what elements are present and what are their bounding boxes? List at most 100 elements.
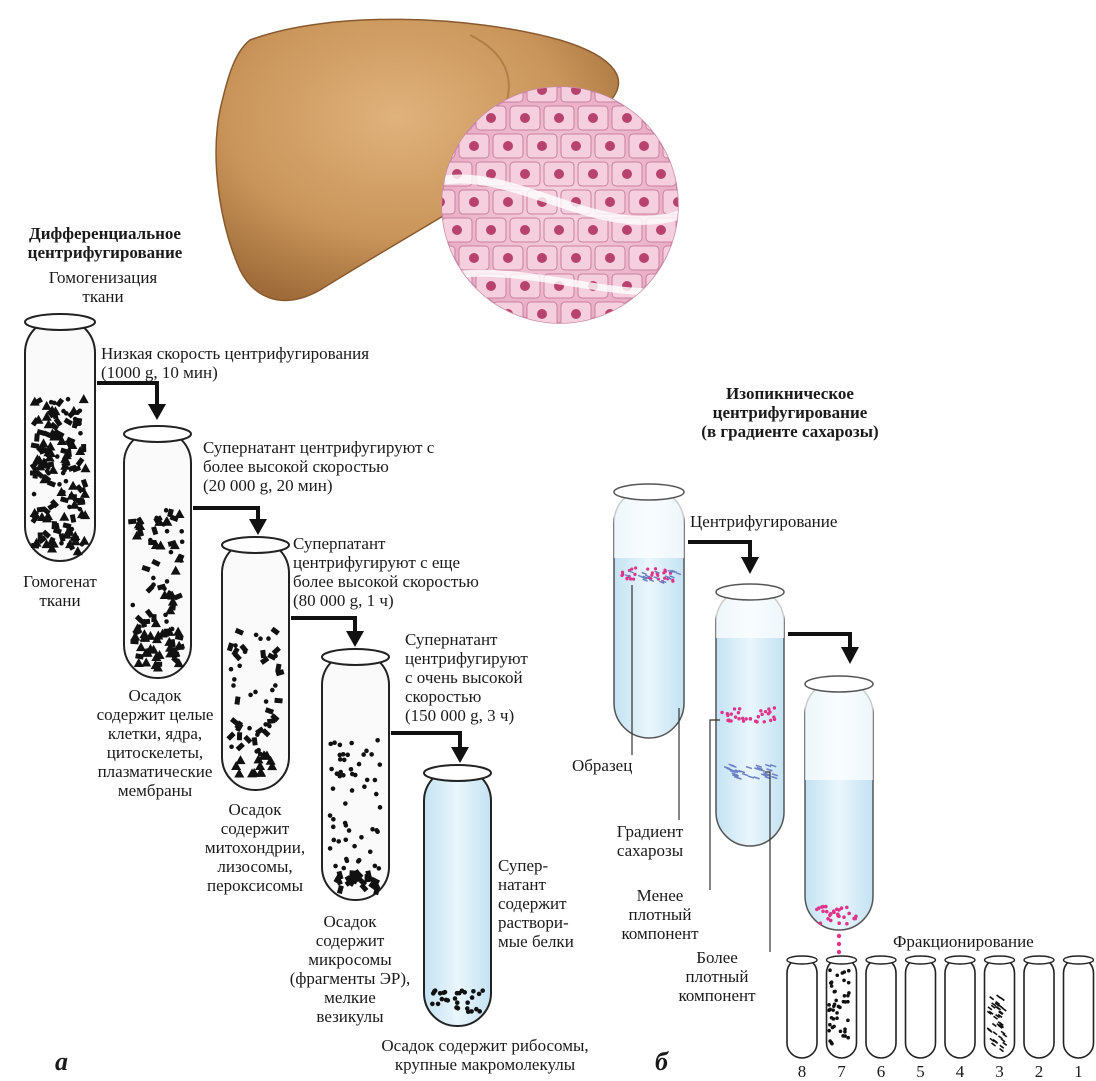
fractionation-label: Фракционирование xyxy=(893,932,1034,951)
fraction-tubes xyxy=(786,955,1095,1059)
fraction-tube xyxy=(786,957,818,1059)
fraction-tube xyxy=(944,957,976,1059)
pellet4-label: Осадок содержит рибосомы, крупные макром… xyxy=(381,1036,589,1074)
tube-homogenate xyxy=(24,313,96,562)
tube-gradient-separated xyxy=(715,583,785,847)
tube-gradient-sample xyxy=(613,483,685,739)
cell-nucleus xyxy=(442,197,445,207)
cell-nucleus xyxy=(503,309,513,319)
cell-nucleus xyxy=(469,141,479,151)
flow-arrows-left xyxy=(97,381,462,748)
fraction-tube xyxy=(904,957,937,1059)
cell-nucleus xyxy=(554,225,564,235)
cell-nucleus xyxy=(452,281,462,291)
cell-nucleus xyxy=(537,141,547,151)
cell-nucleus xyxy=(520,113,530,123)
cell-nucleus xyxy=(673,197,678,207)
cell-nucleus xyxy=(639,253,649,263)
cell-nucleus xyxy=(690,281,700,291)
centrifugation-label: Центрифугирование xyxy=(690,512,838,531)
cell-nucleus xyxy=(486,225,496,235)
cell-nucleus xyxy=(503,197,513,207)
step4-label: Супернатант центрифугируют с очень высок… xyxy=(405,630,528,725)
flow-arrowheads-right xyxy=(741,557,859,664)
cell-nucleus xyxy=(520,169,530,179)
cell-nucleus xyxy=(537,309,547,319)
tube-gradient-fractionation xyxy=(804,675,874,931)
cell-nucleus xyxy=(639,87,649,95)
homogenization-label: Гомогенизация ткани xyxy=(48,268,158,306)
cell-nucleus xyxy=(639,309,649,319)
cell-nucleus xyxy=(605,141,615,151)
gradient-label: Градиент сахарозы xyxy=(616,822,684,860)
cell-nucleus xyxy=(469,197,479,207)
pellet2-label: Осадок содержит митохондрии, лизосомы, п… xyxy=(204,800,306,895)
cell-nucleus xyxy=(442,309,445,319)
cell-nucleus xyxy=(622,169,632,179)
fraction-number: 5 xyxy=(916,1062,925,1081)
cell-nucleus xyxy=(520,225,530,235)
cell-nucleus xyxy=(503,141,513,151)
cell-nucleus xyxy=(622,113,632,123)
cell-nucleus xyxy=(656,225,666,235)
panel-letter-b: б xyxy=(655,1047,668,1076)
tube-step1 xyxy=(123,425,192,679)
cell-nucleus xyxy=(520,281,530,291)
fraction-number: 6 xyxy=(876,1062,886,1081)
step3-label: Суперпатант центрифугируют с еще более в… xyxy=(293,534,479,610)
cell-nucleus xyxy=(554,113,564,123)
cell-nucleus xyxy=(673,253,678,263)
pellet1-label: Осадок содержит целые клетки, ядра, цито… xyxy=(96,686,214,800)
cell-nucleus xyxy=(588,169,598,179)
less-dense-label: Менее плотный компонент xyxy=(621,886,699,943)
cell-nucleus xyxy=(656,281,666,291)
cell-nucleus xyxy=(622,225,632,235)
supernatant-label: Супер- натант содержит раствори- мые бел… xyxy=(498,856,574,951)
pellet3-label: Осадок содержит микросомы (фрагменты ЭР)… xyxy=(289,912,411,1026)
tube-step4 xyxy=(423,764,492,1027)
cell-nucleus xyxy=(469,253,479,263)
tube-step2 xyxy=(221,536,290,791)
cell-nucleus xyxy=(639,197,649,207)
fraction-drips xyxy=(836,933,842,955)
more-dense-label: Более плотный компонент xyxy=(678,948,756,1005)
cell-nucleus xyxy=(673,309,678,319)
cell-nucleus xyxy=(673,87,678,95)
cell-nucleus xyxy=(690,169,700,179)
fraction-number: 8 xyxy=(797,1062,807,1081)
cell-nucleus xyxy=(690,225,700,235)
cell-nucleus xyxy=(503,253,513,263)
tube-step3 xyxy=(321,648,390,901)
cell-nucleus xyxy=(690,113,700,123)
cell-nucleus xyxy=(605,253,615,263)
cell-nucleus xyxy=(486,281,496,291)
fraction-number: 3 xyxy=(995,1062,1004,1081)
cell-nucleus xyxy=(452,225,462,235)
fraction-number: 4 xyxy=(955,1062,965,1081)
cell-nucleus xyxy=(588,113,598,123)
flow-arrows-right xyxy=(688,540,852,648)
cell-nucleus xyxy=(639,141,649,151)
cell-nucleus xyxy=(571,253,581,263)
homogenate-label: Гомогенат ткани xyxy=(23,572,97,610)
panel-letter-a: а xyxy=(55,1047,68,1076)
cell-nucleus xyxy=(469,309,479,319)
flow-arrowheads-left xyxy=(148,404,469,763)
left-panel-title: Дифференциальное центрифугирование xyxy=(27,224,183,262)
fraction-number: 7 xyxy=(837,1062,846,1081)
fraction-tube xyxy=(865,957,897,1059)
right-panel-title: Изопикническое центрифугирование (в град… xyxy=(701,384,879,441)
cell-nucleus xyxy=(588,225,598,235)
leader-lines xyxy=(631,585,771,952)
cell-nucleus xyxy=(656,169,666,179)
cell-nucleus xyxy=(537,253,547,263)
cell-nucleus xyxy=(656,113,666,123)
fraction-number: 2 xyxy=(1034,1062,1044,1081)
cell-nucleus xyxy=(673,141,678,151)
cell-nucleus xyxy=(554,169,564,179)
fraction-tube xyxy=(1023,957,1055,1059)
step1-label: Низкая скорость центрифугирования (1000 … xyxy=(101,344,370,382)
fraction-number: 1 xyxy=(1074,1062,1083,1081)
fraction-tube xyxy=(1062,957,1095,1059)
